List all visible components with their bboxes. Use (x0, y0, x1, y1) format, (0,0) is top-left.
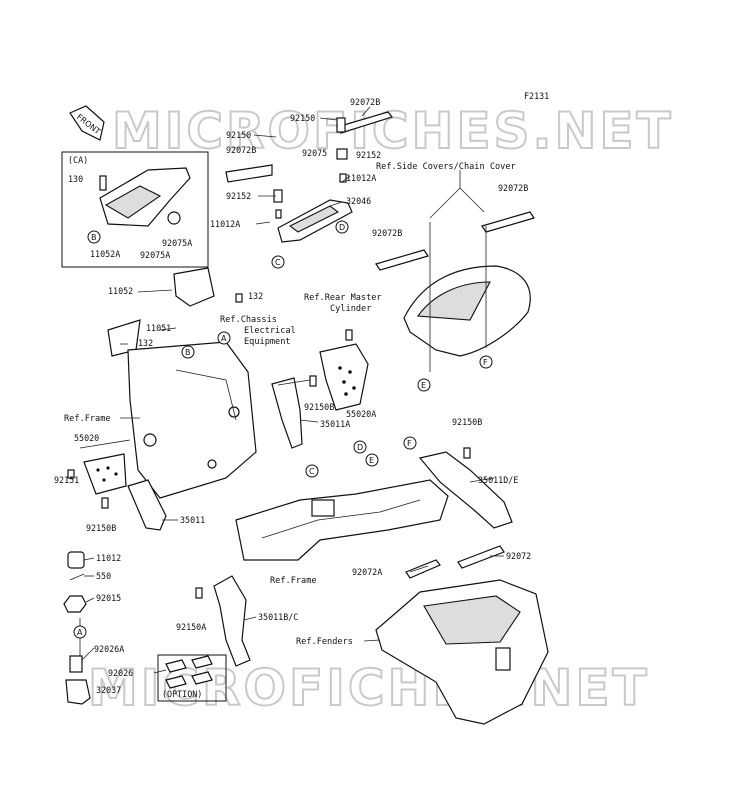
part-label: 92072B (350, 97, 380, 107)
part-label: 130 (68, 174, 83, 184)
callout-a-1: A (221, 334, 227, 343)
option-box-label: (OPTION) (162, 689, 202, 699)
leader-lines (79, 106, 504, 674)
part-label: 92072B (498, 183, 528, 193)
reference-notes: Ref.Side Covers/Chain Cover Ref.Rear Mas… (64, 162, 516, 647)
part-label: 92152 (356, 150, 381, 160)
part-label: 92075A (140, 250, 170, 260)
part-label: 92072A (352, 567, 382, 577)
part-label: 11012A (346, 173, 376, 183)
ref-frame-left: Ref.Frame (64, 414, 111, 424)
part-label: 92151 (54, 475, 79, 485)
part-label: 92072 (506, 551, 531, 561)
part-label: 92150B (86, 523, 116, 533)
ref-chassis-line1: Ref.Chassis (220, 315, 277, 325)
part-label: 55020A (346, 409, 376, 419)
callout-f-1: F (483, 358, 488, 367)
part-label: 132 (248, 291, 263, 301)
part-label: 92015 (96, 593, 121, 603)
part-label: 92150 (226, 130, 251, 140)
part-label: 11012A (210, 219, 240, 229)
part-label: 35011B/C (258, 612, 298, 622)
ref-chassis-line3: Equipment (244, 337, 291, 347)
ref-chassis-line2: Electrical (244, 326, 296, 336)
part-label: 35011D/E (478, 475, 518, 485)
part-label: 92150A (176, 622, 206, 632)
part-label: 132 (138, 338, 153, 348)
callout-d-2: D (357, 443, 363, 452)
ref-rear-master-line1: Ref.Rear Master (304, 293, 382, 303)
part-label: 92150B (452, 417, 482, 427)
part-label: 32037 (96, 685, 121, 695)
callout-c-2: C (309, 467, 315, 476)
part-label: 35011A (320, 419, 350, 429)
callout-d-1: D (339, 223, 345, 232)
ref-fenders: Ref.Fenders (296, 637, 353, 647)
part-label: 92075 (302, 148, 327, 158)
part-label: 92026 (108, 668, 133, 678)
part-label: 11012 (96, 553, 121, 563)
callout-b-1: B (185, 348, 191, 357)
part-label: 32046 (346, 196, 371, 206)
option-box (157, 654, 227, 702)
callout-e-2: E (369, 456, 374, 465)
part-label: 11052A (90, 249, 120, 259)
part-label: 11051 (146, 323, 171, 333)
variant-box-label: (CA) (68, 155, 88, 165)
ref-rear-master-line2: Cylinder (330, 304, 371, 314)
part-label: 11052 (108, 286, 133, 296)
figure-code: F2131 (524, 91, 549, 101)
part-label: 92072B (226, 145, 256, 155)
front-arrow-icon: FRONT (69, 105, 105, 141)
part-label: 92150B (304, 402, 334, 412)
ref-frame-bottom: Ref.Frame (270, 576, 317, 586)
part-label: 92026A (94, 644, 124, 654)
callout-b-2: B (91, 233, 97, 242)
callout-a-2: A (77, 628, 83, 637)
part-label: 550 (96, 571, 111, 581)
part-label: 92152 (226, 191, 251, 201)
part-label: 35011 (180, 515, 205, 525)
part-label: 55020 (74, 433, 99, 443)
callout-markers: A B C D E F A B C D E F (73, 220, 493, 639)
ref-side-covers: Ref.Side Covers/Chain Cover (376, 162, 516, 172)
callout-e-1: E (421, 381, 426, 390)
part-label: 92075A (162, 238, 192, 248)
part-label: 92150 (290, 113, 315, 123)
variant-box (61, 151, 209, 268)
callout-c-1: C (275, 258, 281, 267)
watermark-top: MICROFICHES.NET (112, 102, 674, 160)
part-drawings (63, 111, 549, 725)
part-labels: 92072B 92150 92152 92150 92072B 92075 11… (54, 97, 531, 695)
callout-f-2: F (407, 439, 412, 448)
part-label: 92072B (372, 228, 402, 238)
